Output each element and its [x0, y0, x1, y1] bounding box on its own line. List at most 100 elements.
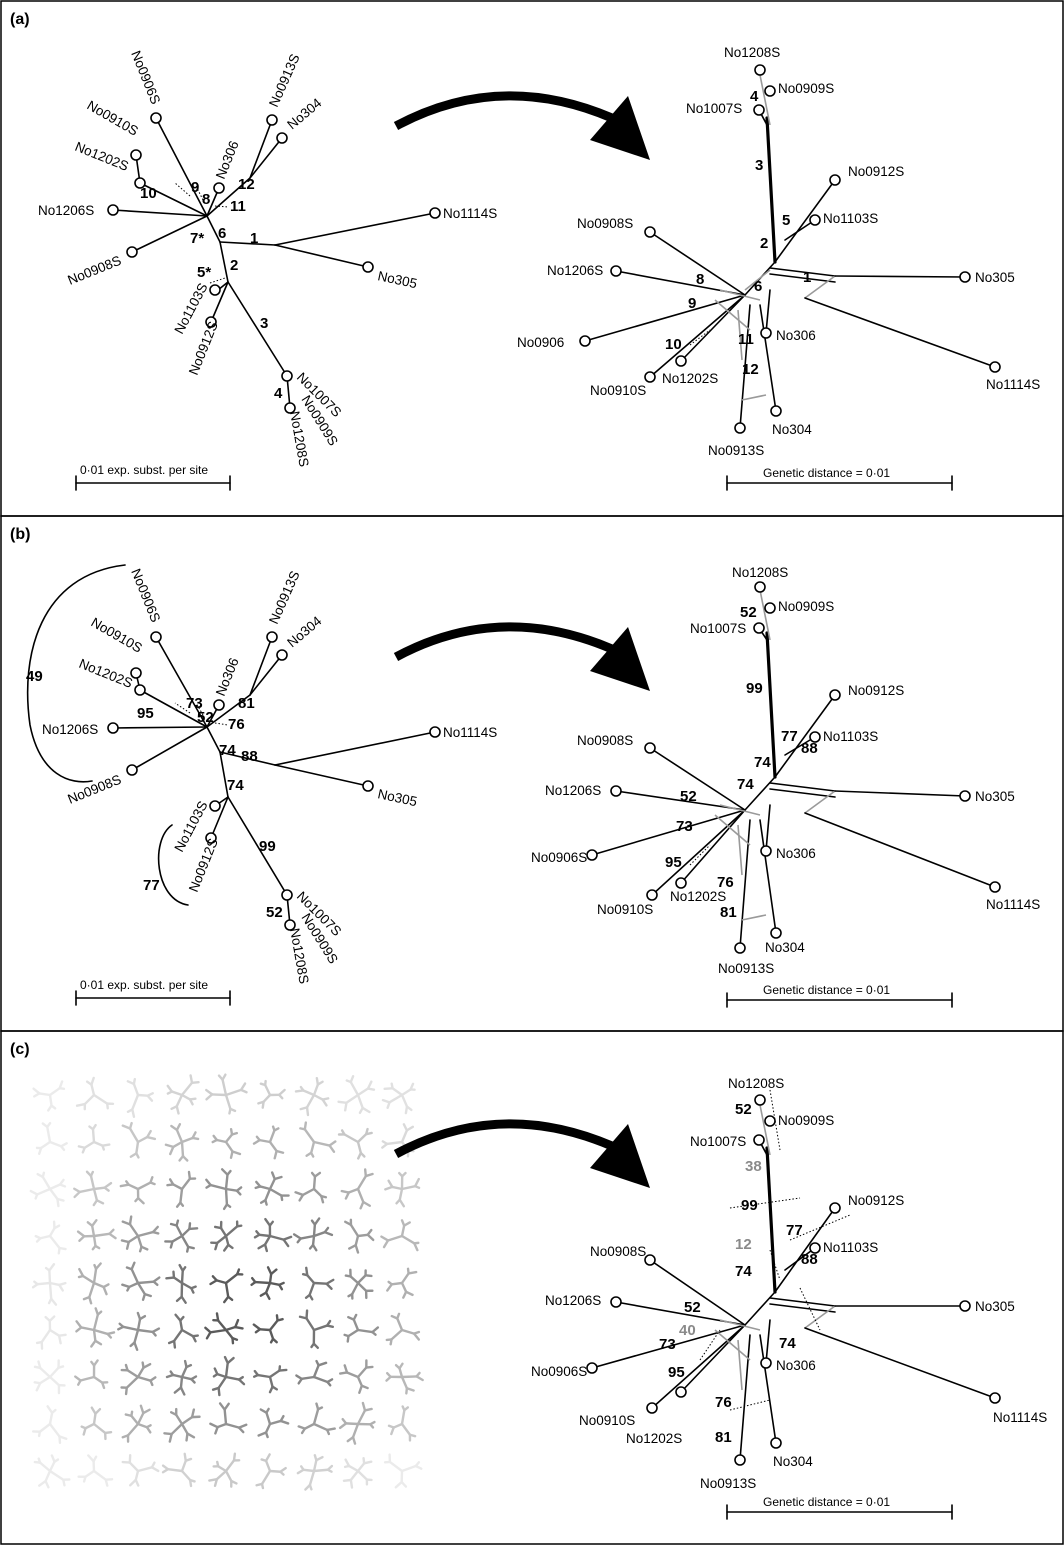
mini-tree: [80, 1406, 113, 1441]
taxon-label: No304: [284, 95, 324, 132]
taxon-label: No1208S: [732, 565, 788, 580]
taxon-label: No1208S: [728, 1076, 784, 1091]
taxon-label: No1202S: [662, 371, 718, 386]
scale-label: Genetic distance = 0·01: [763, 1495, 890, 1509]
panel-b: (b): [0, 515, 1064, 1032]
mini-tree: [204, 1312, 244, 1345]
mini-tree: [35, 1315, 67, 1350]
mini-tree: [257, 1079, 286, 1109]
support-label: 95: [665, 854, 682, 871]
taxon-label: No1206S: [42, 722, 98, 737]
mini-tree: [337, 1075, 376, 1115]
support-label: 74: [779, 1335, 796, 1352]
scale-label: Genetic distance = 0·01: [763, 466, 890, 480]
taxon-label: No0908S: [66, 253, 124, 288]
panel-c: (c): [0, 1030, 1064, 1545]
support-label: 10: [140, 185, 157, 202]
scale-bar-network-a: Genetic distance = 0·01: [726, 466, 953, 491]
taxon-label: No1103S: [823, 211, 878, 226]
taxon-label: No305: [376, 786, 418, 809]
taxon-label: No0906S: [531, 1364, 587, 1379]
mini-tree: [35, 1121, 68, 1155]
taxon-label: No0909S: [778, 1113, 834, 1128]
taxon-label: No1007S: [690, 1134, 746, 1149]
mini-tree: [344, 1218, 375, 1254]
taxon-label: No1206S: [545, 1293, 601, 1308]
mini-tree: [294, 1171, 328, 1204]
mini-tree: [211, 1128, 242, 1159]
support-label: 74: [227, 777, 244, 794]
support-label: 88: [801, 740, 818, 757]
taxon-label: No0906S: [531, 850, 587, 865]
mini-tree: [121, 1454, 160, 1487]
support-label: 81: [715, 1429, 732, 1446]
mini-tree: [164, 1123, 200, 1162]
mini-tree: [297, 1402, 336, 1436]
mini-tree: [121, 1404, 152, 1443]
mini-tree: [211, 1355, 246, 1397]
panel-b-frame: [0, 515, 1064, 1032]
mini-tree: [165, 1359, 198, 1396]
support-label: 73: [186, 695, 203, 712]
taxon-label: No0912S: [848, 1193, 904, 1208]
taxon-label: No0910S: [597, 902, 653, 917]
taxon-label: No1208S: [724, 45, 780, 60]
mini-tree: [338, 1401, 376, 1445]
mini-tree: [75, 1307, 116, 1348]
support-label: 11: [230, 198, 246, 215]
mini-tree: [210, 1220, 243, 1252]
mini-tree: [121, 1261, 161, 1301]
support-label: 10: [665, 336, 682, 353]
taxon-label: No1206S: [545, 783, 601, 798]
support-label: 81: [720, 904, 737, 921]
taxon-label: No0912S: [848, 683, 904, 698]
support-label: 52: [197, 709, 214, 726]
taxon-label: No304: [284, 613, 324, 650]
mini-tree: [340, 1168, 374, 1210]
mini-tree: [167, 1313, 200, 1349]
taxon-label: No0913S: [718, 961, 774, 976]
taxon-label: No1114S: [986, 897, 1040, 912]
mini-tree: [343, 1313, 380, 1343]
support-label: 52: [684, 1299, 701, 1316]
mini-tree: [32, 1080, 66, 1112]
taxon-label: No1202S: [77, 656, 135, 691]
mini-tree: [380, 1219, 420, 1252]
support-label: 4: [750, 88, 759, 105]
taxon-label: No0906S: [128, 567, 163, 625]
mini-tree: [257, 1407, 290, 1439]
mini-tree: [77, 1454, 114, 1487]
taxon-label: No1206S: [547, 263, 603, 278]
taxon-label: No0913S: [266, 569, 303, 627]
taxon-label: No1007S: [686, 101, 742, 116]
taxon-label: No0908S: [577, 216, 633, 231]
support-label-gray: 40: [679, 1322, 696, 1339]
support-label: 81: [238, 695, 255, 712]
support-label: 11: [738, 331, 754, 348]
mini-tree: [387, 1405, 417, 1442]
scale-label: 0·01 exp. subst. per site: [80, 463, 208, 477]
mini-tree: [33, 1359, 66, 1395]
mini-tree: [381, 1082, 416, 1115]
support-label: 88: [801, 1251, 818, 1268]
taxon-label: No1103S: [823, 1240, 878, 1255]
support-label: 99: [741, 1197, 758, 1214]
taxon-label: No0910S: [579, 1413, 635, 1428]
taxon-label: No0908S: [590, 1244, 646, 1259]
support-label: 77: [781, 728, 798, 745]
arrow-c: [393, 1119, 650, 1188]
support-label: 99: [259, 838, 276, 855]
support-label: 2: [230, 257, 238, 274]
support-label: 6: [218, 225, 226, 242]
taxon-label: No306: [776, 846, 816, 861]
mini-tree: [339, 1359, 374, 1394]
taxon-label: No304: [772, 422, 812, 437]
taxon-label: No0912S: [186, 836, 221, 894]
mini-tree: [385, 1312, 421, 1346]
mini-tree: [31, 1405, 68, 1445]
support-label: 1: [250, 230, 258, 247]
taxon-label: No1007S: [690, 621, 746, 636]
support-label: 99: [746, 680, 763, 697]
